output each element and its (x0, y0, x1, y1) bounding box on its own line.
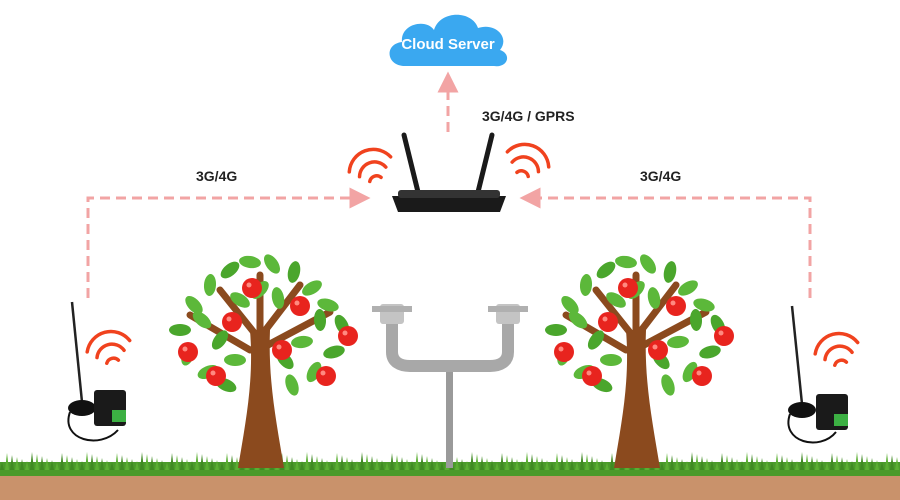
apple-tree-icon (545, 254, 734, 468)
right-link-label: 3G/4G (640, 168, 682, 184)
wifi-signal-icon (505, 142, 551, 179)
router-cloud-link-label: 3G/4G / GPRS (482, 108, 575, 124)
right-device-link (519, 187, 812, 298)
soil-strip (0, 472, 900, 500)
cloud-icon: Cloud Server (389, 14, 508, 67)
weather-station-icon (372, 304, 528, 468)
connection-lines (86, 71, 812, 298)
ground (0, 452, 900, 500)
cellular-transmitter-icon (787, 305, 848, 444)
wifi-signal-icon (85, 329, 132, 365)
wifi-signal-icon (813, 331, 860, 367)
router-icon (392, 132, 506, 212)
apple-tree-icon (169, 254, 358, 468)
cellular-transmitter-icon (67, 301, 126, 442)
grass-strip (0, 462, 900, 476)
left-device-link (86, 187, 371, 298)
wifi-signal-icon (347, 147, 393, 184)
left-link-label: 3G/4G (196, 168, 238, 184)
cloud-label: Cloud Server (401, 36, 495, 53)
grass-blades (0, 452, 899, 470)
